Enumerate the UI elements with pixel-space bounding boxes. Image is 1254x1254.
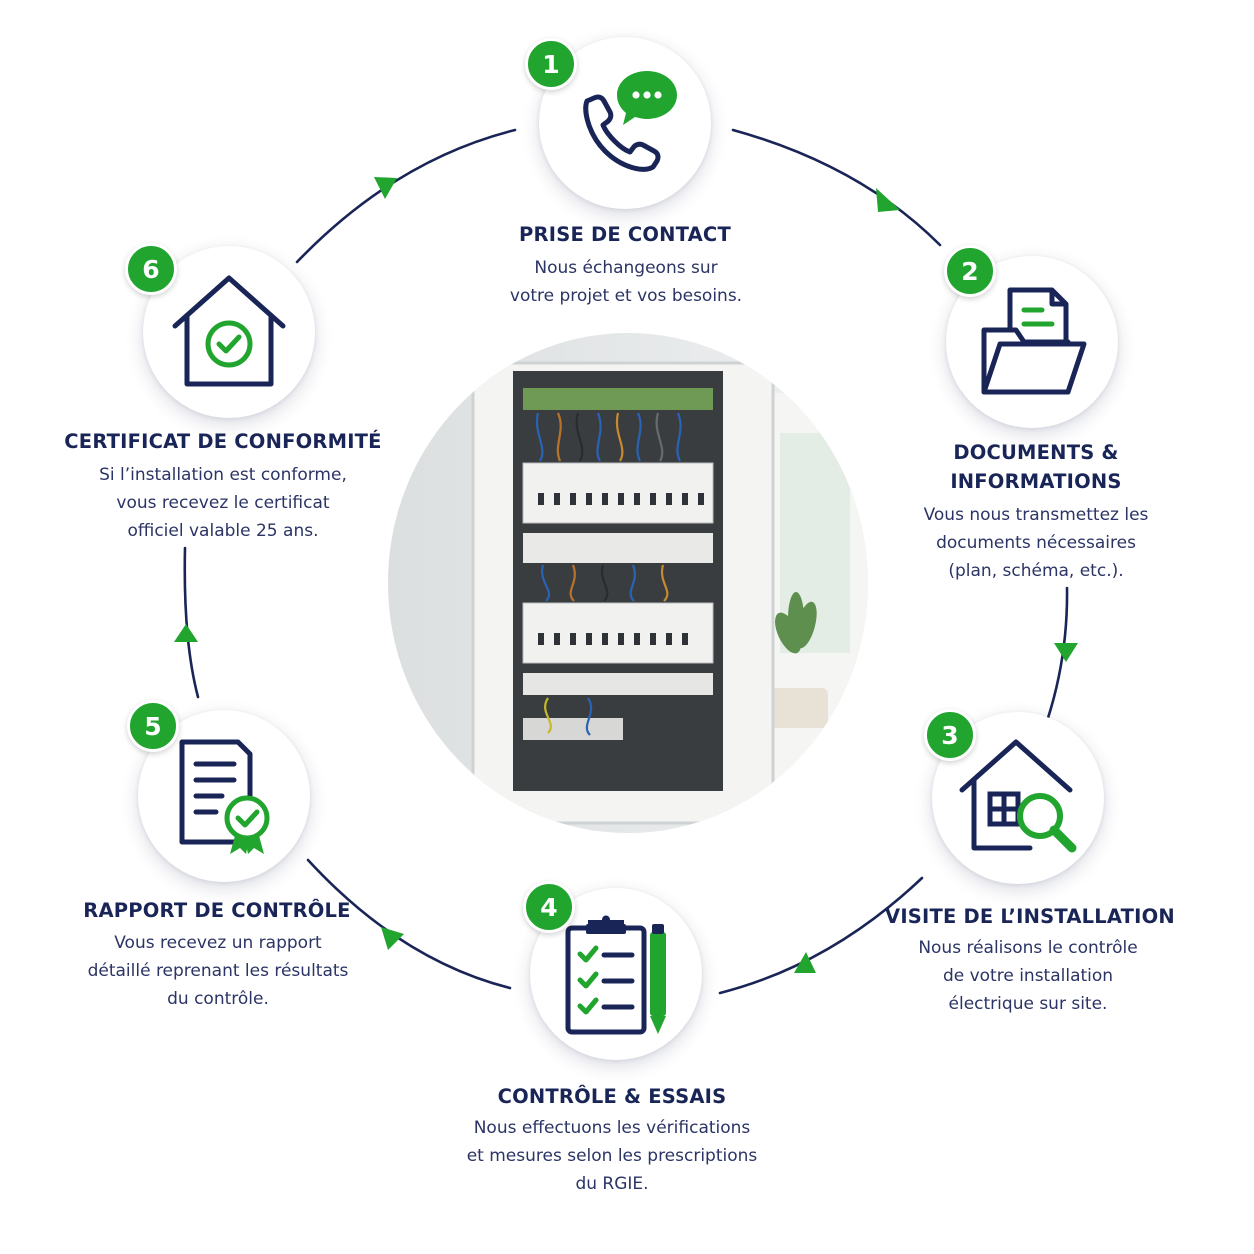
report-certified-icon	[179, 739, 270, 854]
clipboard-checklist-icon	[565, 915, 666, 1035]
step-1-title: PRISE DE CONTACT	[519, 223, 731, 246]
step-6-title: CERTIFICAT DE CONFORMITÉ	[64, 430, 382, 453]
step-4-title: CONTRÔLE & ESSAIS	[497, 1085, 727, 1108]
step-4-description: Nous effectuons les vérifications et mes…	[466, 1118, 758, 1194]
connector-4-5	[306, 858, 512, 990]
step-5-number: 5	[127, 700, 179, 752]
step-2-number: 2	[944, 245, 996, 297]
connector-6-1	[295, 128, 517, 264]
step-1-icon-circle	[539, 37, 711, 209]
house-magnifier-icon	[959, 739, 1077, 853]
step-5-title: RAPPORT DE CONTRÔLE	[83, 899, 351, 922]
step-3-description: Nous réalisons le contrôle de votre inst…	[918, 938, 1138, 1014]
document-folder-icon	[981, 287, 1087, 395]
step-2-description: Vous nous transmettez les documents néce…	[923, 505, 1149, 581]
step-1-description: Nous échangeons sur votre projet et vos …	[509, 258, 743, 306]
step-4-icon-circle	[530, 888, 702, 1060]
step-3-number: 3	[924, 709, 976, 761]
arrow-2-3	[1054, 643, 1078, 662]
arrow-3-4	[794, 952, 816, 973]
house-check-icon	[172, 275, 286, 387]
step-3-title: VISITE DE L’INSTALLATION	[885, 905, 1175, 928]
step-1-number: 1	[525, 38, 577, 90]
arrow-6-1	[374, 177, 397, 199]
connector-3-4	[718, 876, 924, 995]
step-2-icon-circle	[946, 256, 1118, 428]
arrow-4-5	[381, 927, 404, 950]
step-2-title: DOCUMENTS & INFORMATIONS	[950, 441, 1122, 493]
step-4-number: 4	[523, 881, 575, 933]
phone-chat-icon	[583, 71, 677, 172]
connector-5-6	[183, 546, 200, 699]
step-6-number: 6	[125, 243, 177, 295]
step-5-description: Vous recevez un rapport détaillé reprena…	[87, 933, 349, 1009]
step-6-description: Si l’installation est conforme, vous rec…	[99, 465, 347, 541]
connector-1-2	[731, 128, 942, 247]
arrow-5-6	[174, 624, 198, 642]
electrical-panel-photo	[388, 333, 868, 833]
arrow-1-2	[876, 188, 900, 212]
